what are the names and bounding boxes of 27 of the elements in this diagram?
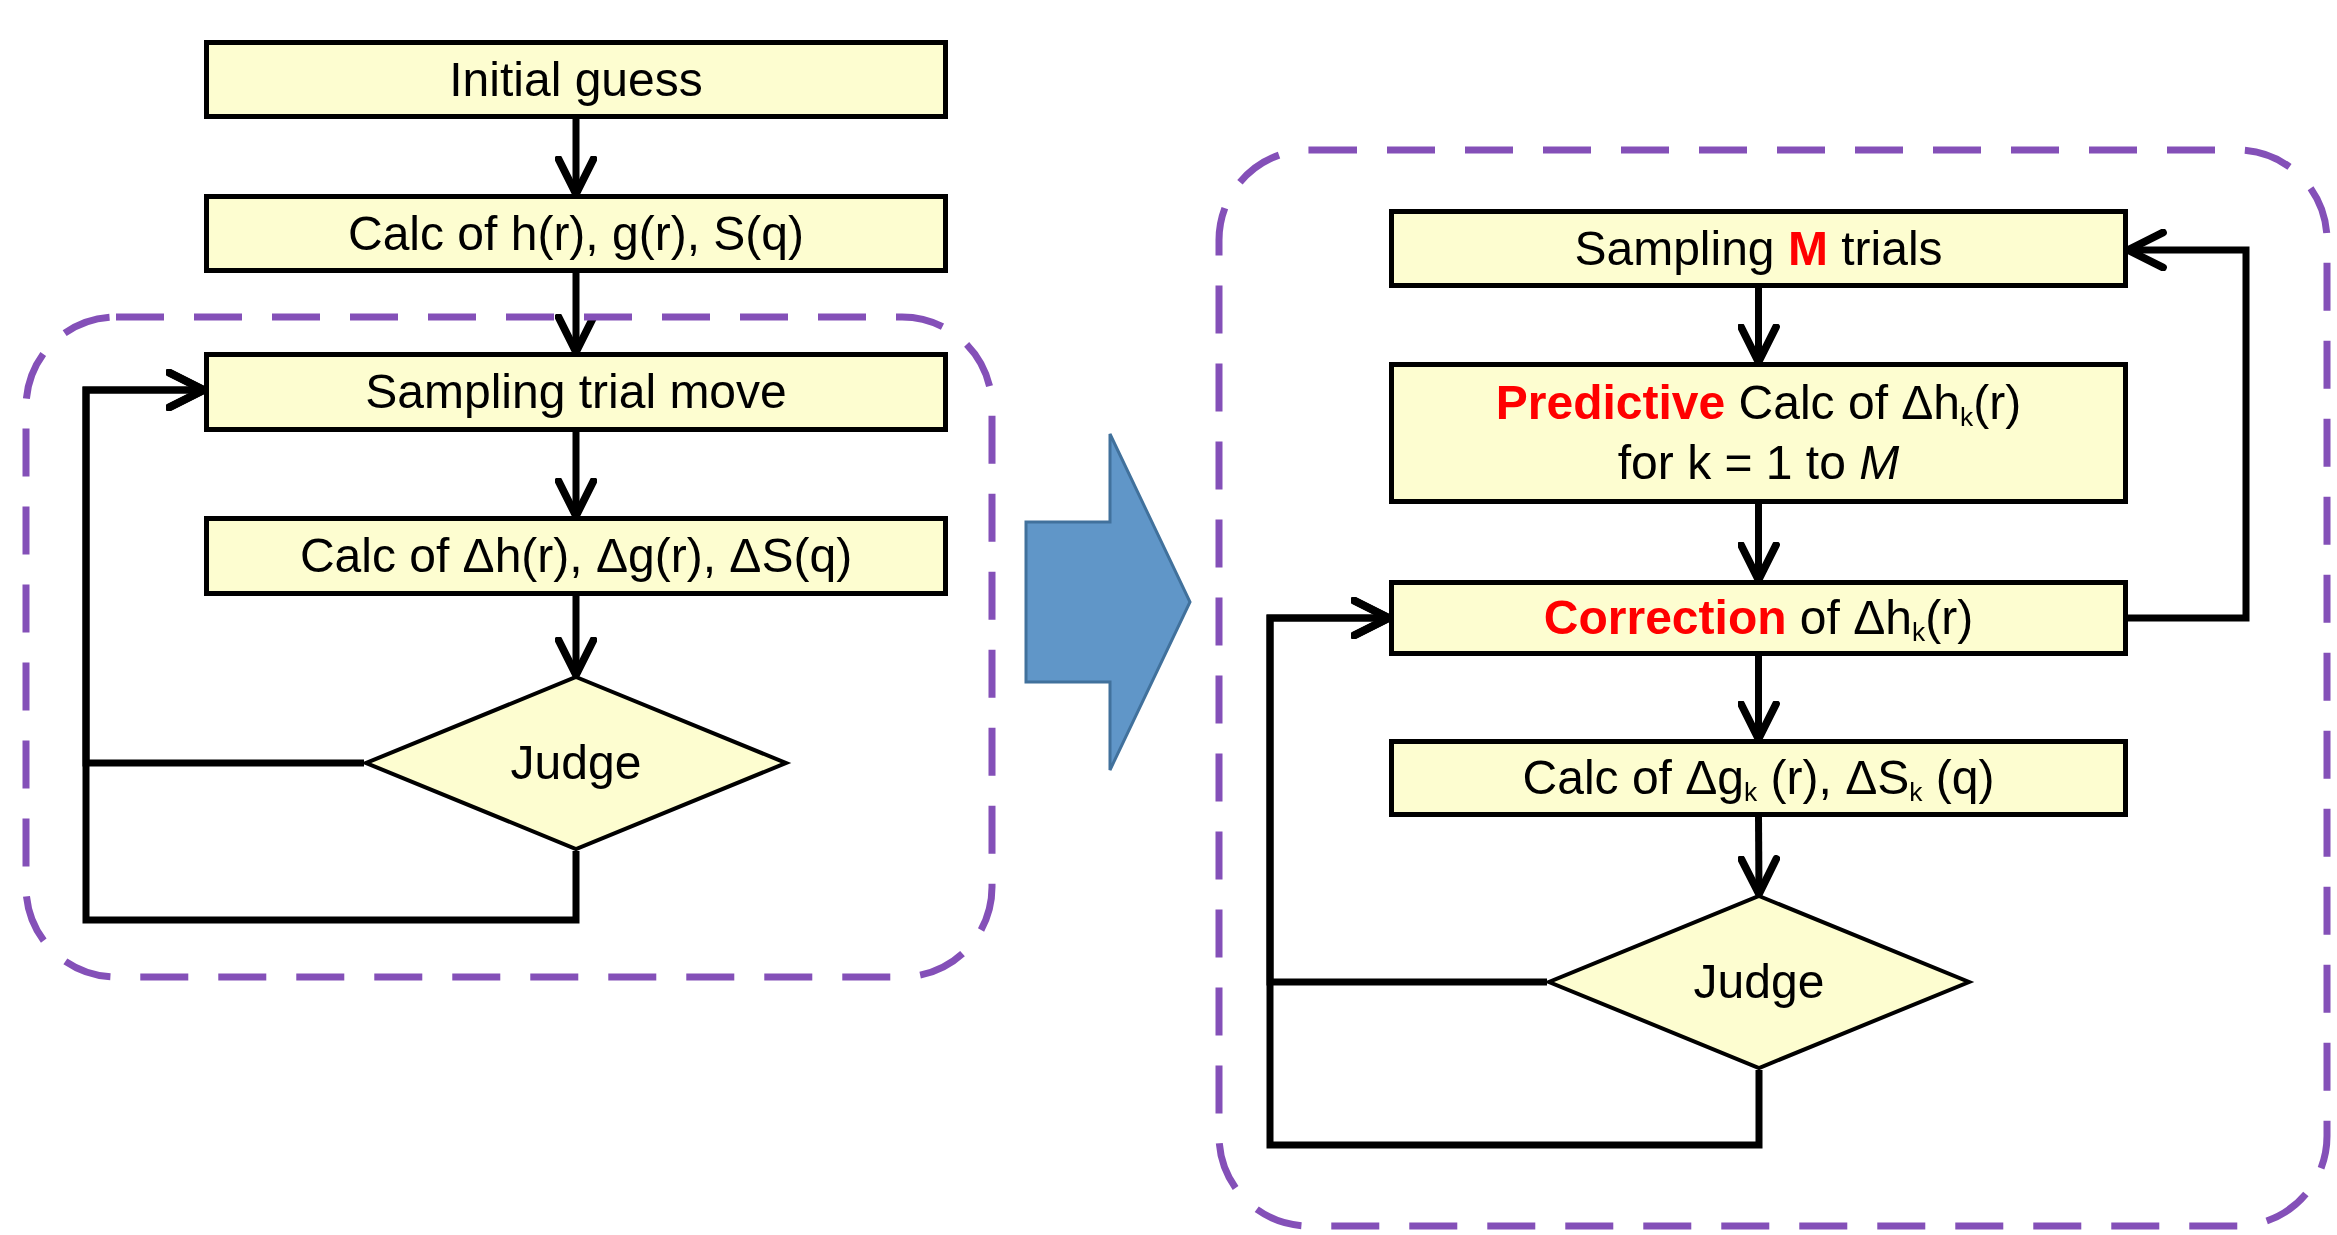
arrow	[1266, 596, 1763, 1149]
process-box	[1389, 580, 2128, 656]
box-label: Judge	[1692, 954, 1826, 1010]
process-box	[204, 194, 948, 273]
dashed-group-outline	[1215, 146, 2331, 1230]
process-box	[204, 352, 948, 432]
box-label: Correction of Δh$_{k}$(r)	[1542, 589, 1975, 649]
arrow	[82, 368, 580, 924]
box-label: Sampling M trials	[1573, 220, 1944, 277]
box-label: Sampling trial move	[364, 364, 788, 420]
decision-diamond	[364, 675, 788, 851]
box-label: Initial guess	[448, 51, 704, 108]
box-label: Calc of Δg$_{k}$ (r), ΔS$_{k}$ (q)	[1521, 749, 1996, 809]
decision-diamond	[1547, 894, 1971, 1070]
box-label: Judge	[509, 735, 643, 791]
process-box	[204, 516, 948, 596]
process-box	[1389, 739, 2128, 817]
process-box	[204, 40, 948, 119]
box-label: Predictive Calc of Δh$_{k}$(r) for k = 1 to M	[1494, 374, 2023, 492]
box-label: Calc of h(r), g(r), S(q)	[346, 205, 805, 262]
process-box	[1389, 362, 2128, 504]
arrow	[1737, 816, 1781, 898]
block-arrow	[1024, 432, 1192, 772]
dashed-group-outline	[22, 313, 996, 981]
process-box	[1389, 209, 2128, 288]
box-label: Calc of Δh(r), Δg(r), ΔS(q)	[298, 528, 854, 584]
arrow	[554, 596, 598, 679]
